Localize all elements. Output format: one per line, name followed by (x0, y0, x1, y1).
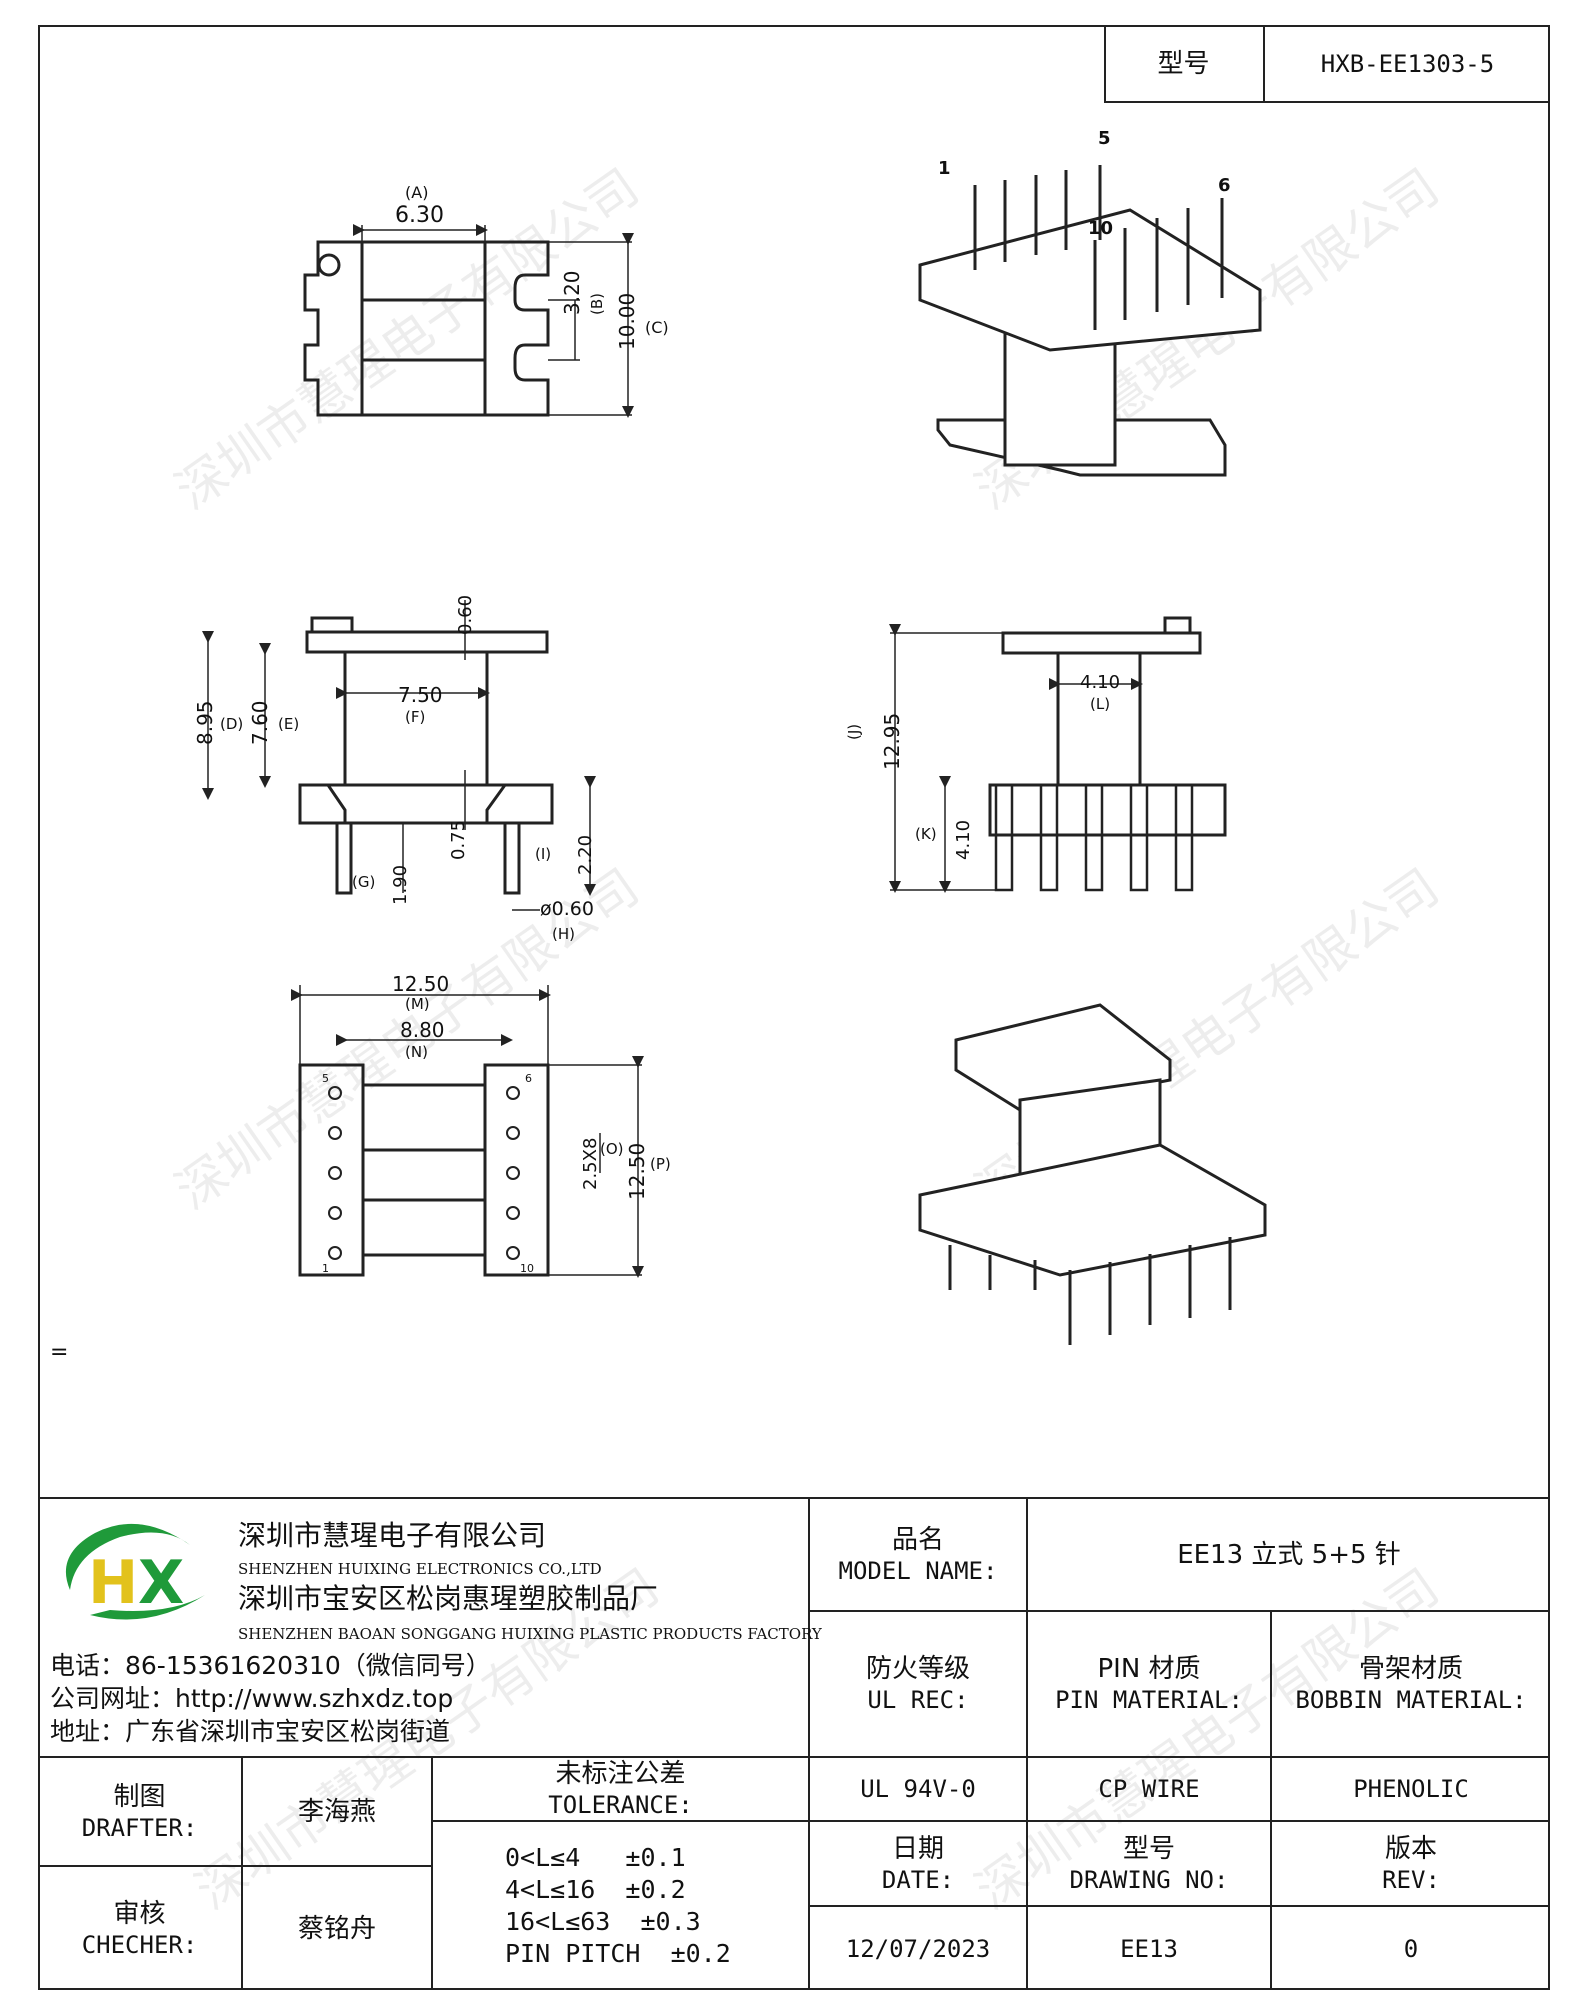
header-model-value: HXB-EE1303-5 (1320, 50, 1495, 78)
dim-o-value: 2.5X8 (580, 1137, 601, 1190)
dim-k-value: 4.10 (953, 819, 974, 860)
svg-text:X: X (138, 1548, 184, 1618)
bottom-pin-label-10: 10 (520, 1262, 534, 1275)
pin-label-10: 10 (1088, 218, 1114, 239)
factory-name-en: SHENZHEN BAOAN SONGGANG HUIXING PLASTIC … (238, 1625, 822, 1643)
ul-rec-label: 防火等级 UL REC: (865, 1654, 970, 1714)
front-view-top-flange (1001, 631, 1202, 655)
header-model-label: 型号 (1157, 49, 1210, 79)
pin-material-value: CP WIRE (1098, 1775, 1200, 1803)
tolerance-label: 未标注公差 TOLERANCE: (548, 1759, 693, 1819)
company-logo: H X (65, 1523, 205, 1620)
drawing-no-value: EE13 (1120, 1934, 1178, 1963)
dim-l-tag: (L) (1090, 695, 1111, 713)
dim-d-tag: (D) (220, 715, 244, 733)
bottom-view-right-rail (483, 1063, 550, 1277)
dim-g-value: 1.90 (390, 864, 411, 905)
header-model-box (1104, 25, 1550, 103)
date-value: 12/07/2023 (845, 1934, 991, 1963)
ul-rec-value: UL 94V-0 (860, 1775, 976, 1803)
dim-p-value: 12.50 (625, 1142, 649, 1200)
drawing-frame (38, 25, 1550, 1990)
side-view-top-flange (305, 630, 549, 654)
tolerance-line: PIN PITCH ±0.2 (505, 1939, 731, 1968)
bottom-pin-label-1: 1 (322, 1262, 329, 1275)
tolerance-line: 0<L≤4 ±0.1 (505, 1843, 686, 1872)
top-view-outline (303, 240, 550, 417)
dim-c-value: 10.00 (615, 292, 639, 350)
dim-h-value: ø0.60 (540, 898, 594, 920)
tolerance-list: 0<L≤4 ±0.1 4<L≤16 ±0.2 16<L≤63 ±0.3 PIN … (505, 1842, 731, 1970)
front-view-base (988, 783, 1227, 837)
company-website: 公司网址：http://www.szhxdz.top (50, 1684, 454, 1713)
dim-a-tag: (A) (405, 183, 429, 202)
bottom-pin-label-5: 5 (322, 1072, 329, 1085)
dim-m-value: 12.50 (392, 972, 450, 996)
drafter-name: 李海燕 (297, 1796, 376, 1827)
drawing-no-label: 型号 DRAWING NO: (1069, 1833, 1229, 1894)
drafter-label: 制图 DRAFTER: (81, 1781, 198, 1842)
dim-f-tag: (F) (405, 708, 426, 726)
tolerance-line: 16<L≤63 ±0.3 (505, 1907, 701, 1936)
model-name-label: 品名 MODEL NAME: (838, 1524, 998, 1585)
dim-m-tag: (M) (405, 995, 430, 1013)
bobbin-material-value: PHENOLIC (1353, 1775, 1469, 1803)
bobbin-material-label: 骨架材质 BOBBIN MATERIAL: (1295, 1654, 1527, 1714)
dim-i-tag: (I) (535, 845, 552, 863)
model-name-value: EE13 立式 5+5 针 (1177, 1539, 1401, 1570)
side-view-base (298, 783, 554, 825)
technical-drawings (202, 165, 1267, 1345)
pin-label-5: 5 (1098, 128, 1111, 149)
dim-h-tag: (H) (552, 925, 575, 943)
iso-view-top (918, 165, 1262, 477)
dim-j-tag: (J) (845, 723, 863, 740)
dim-b-tag: (B) (588, 293, 606, 315)
company-name-cn: 深圳市慧瑆电子有限公司 (238, 1519, 547, 1552)
dim-base-thickness: 0.75 (448, 819, 469, 860)
checker-label: 审核 CHECHER: (81, 1898, 198, 1959)
dim-k-tag: (K) (915, 825, 937, 843)
dim-e-tag: (E) (278, 715, 300, 733)
dim-c-tag: (C) (645, 318, 669, 337)
dim-d-value: 8.95 (193, 700, 217, 745)
dim-j-value: 12.95 (880, 712, 904, 770)
pin-label-1: 1 (938, 158, 951, 179)
dim-i-value: 2.20 (575, 834, 596, 875)
dim-top-thickness: 0.60 (455, 594, 476, 635)
dim-o-tag: (O) (600, 1140, 624, 1158)
rev-value: 0 (1403, 1934, 1419, 1963)
tolerance-line: 4<L≤16 ±0.2 (505, 1875, 686, 1904)
svg-text:H: H (88, 1548, 138, 1618)
company-phone: 电话：86-15361620310（微信同号） (50, 1651, 491, 1680)
iso-view-bottom (918, 1003, 1267, 1345)
rev-label: 版本 REV: (1382, 1833, 1440, 1894)
dim-a-value: 6.30 (395, 203, 444, 228)
company-address: 地址：广东省深圳市宝安区松岗街道 (50, 1717, 451, 1746)
stray-mark: = (50, 1340, 69, 1365)
company-name-en: SHENZHEN HUIXING ELECTRONICS CO.,LTD (238, 1560, 602, 1578)
dim-g-tag: (G) (352, 873, 376, 891)
pin-label-6: 6 (1218, 175, 1231, 196)
bottom-pin-label-6: 6 (525, 1072, 532, 1085)
dim-p-tag: (P) (650, 1155, 671, 1173)
dim-f-value: 7.50 (398, 683, 443, 707)
dim-l-value: 4.10 (1080, 672, 1121, 693)
dim-b-value: 3.20 (560, 270, 584, 315)
dim-e-value: 7.60 (248, 700, 272, 745)
bottom-view-left-rail (298, 1063, 365, 1277)
dim-n-value: 8.80 (400, 1018, 445, 1042)
factory-name-cn: 深圳市宝安区松岗惠瑆塑胶制品厂 (238, 1582, 659, 1615)
pin-material-label: PIN 材质 PIN MATERIAL: (1055, 1654, 1243, 1714)
dim-n-tag: (N) (405, 1043, 428, 1061)
date-label: 日期 DATE: (881, 1833, 955, 1894)
checker-name: 蔡铭舟 (297, 1913, 376, 1944)
